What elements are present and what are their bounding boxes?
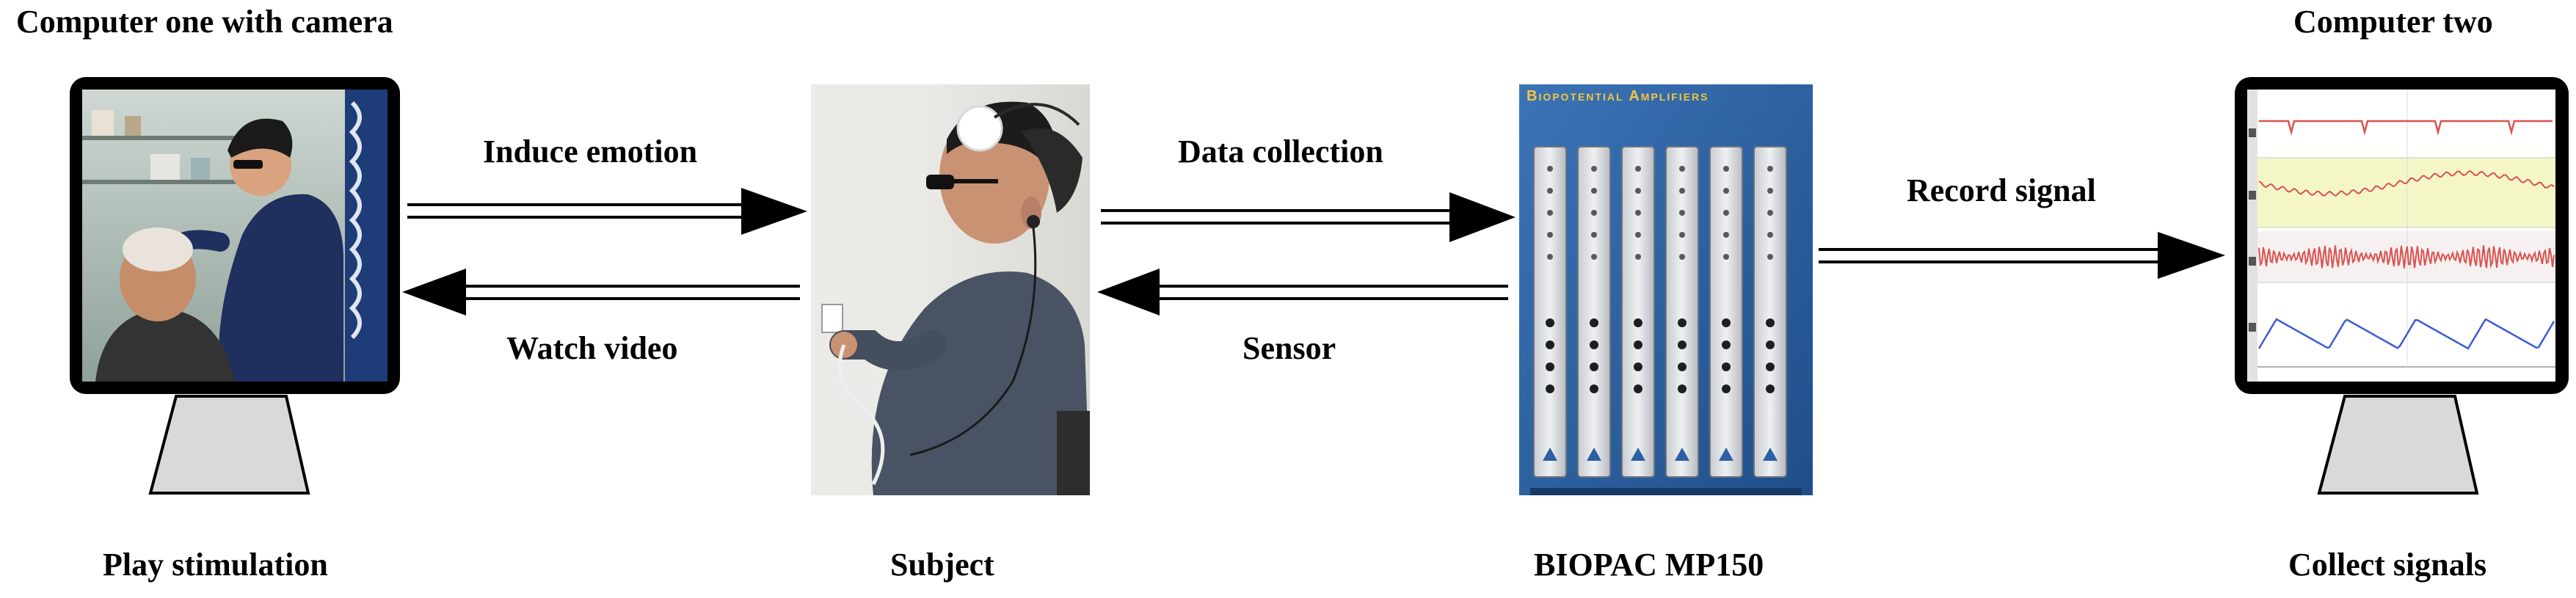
- computer-one-monitor-icon: [70, 77, 400, 495]
- device-panel-title: Biopotential Amplifiers: [1527, 88, 1709, 104]
- amplifier-module: [1533, 146, 1567, 478]
- computer-one-label: Computer one with camera: [16, 4, 393, 40]
- subject-photo: [811, 84, 1090, 495]
- arrow-right-icon: [1819, 232, 2225, 279]
- play-stimulation-label: Play stimulation: [103, 547, 328, 583]
- device-label: BIOPAC MP150: [1534, 547, 1764, 583]
- record-signal-label: Record signal: [1907, 172, 2096, 208]
- data-collection-label: Data collection: [1178, 134, 1383, 169]
- arrow-left-icon: [402, 269, 800, 316]
- amplifier-module: [1577, 146, 1611, 478]
- monitor-stand-right: [2317, 395, 2479, 495]
- watch-video-label: Watch video: [506, 330, 678, 366]
- monitor-stand-left: [148, 395, 310, 495]
- video-stimulus-image: [82, 90, 388, 382]
- arrow-right-icon: [407, 188, 807, 235]
- amplifier-module: [1665, 146, 1699, 478]
- amplifier-module: [1753, 146, 1787, 478]
- amplifier-module: [1709, 146, 1743, 478]
- arrow-right-icon: [1101, 192, 1516, 242]
- sensor-label: Sensor: [1242, 330, 1336, 366]
- biopac-device-photo: [1519, 84, 1813, 495]
- signal-recording-screen: [2247, 90, 2555, 382]
- collect-signals-label: Collect signals: [2288, 547, 2487, 583]
- computer-two-monitor-icon: [2235, 77, 2569, 495]
- computer-two-label: Computer two: [2293, 4, 2493, 40]
- subject-label: Subject: [890, 547, 994, 583]
- arrow-left-icon: [1097, 269, 1508, 316]
- amplifier-module: [1621, 146, 1655, 478]
- induce-emotion-label: Induce emotion: [483, 134, 698, 169]
